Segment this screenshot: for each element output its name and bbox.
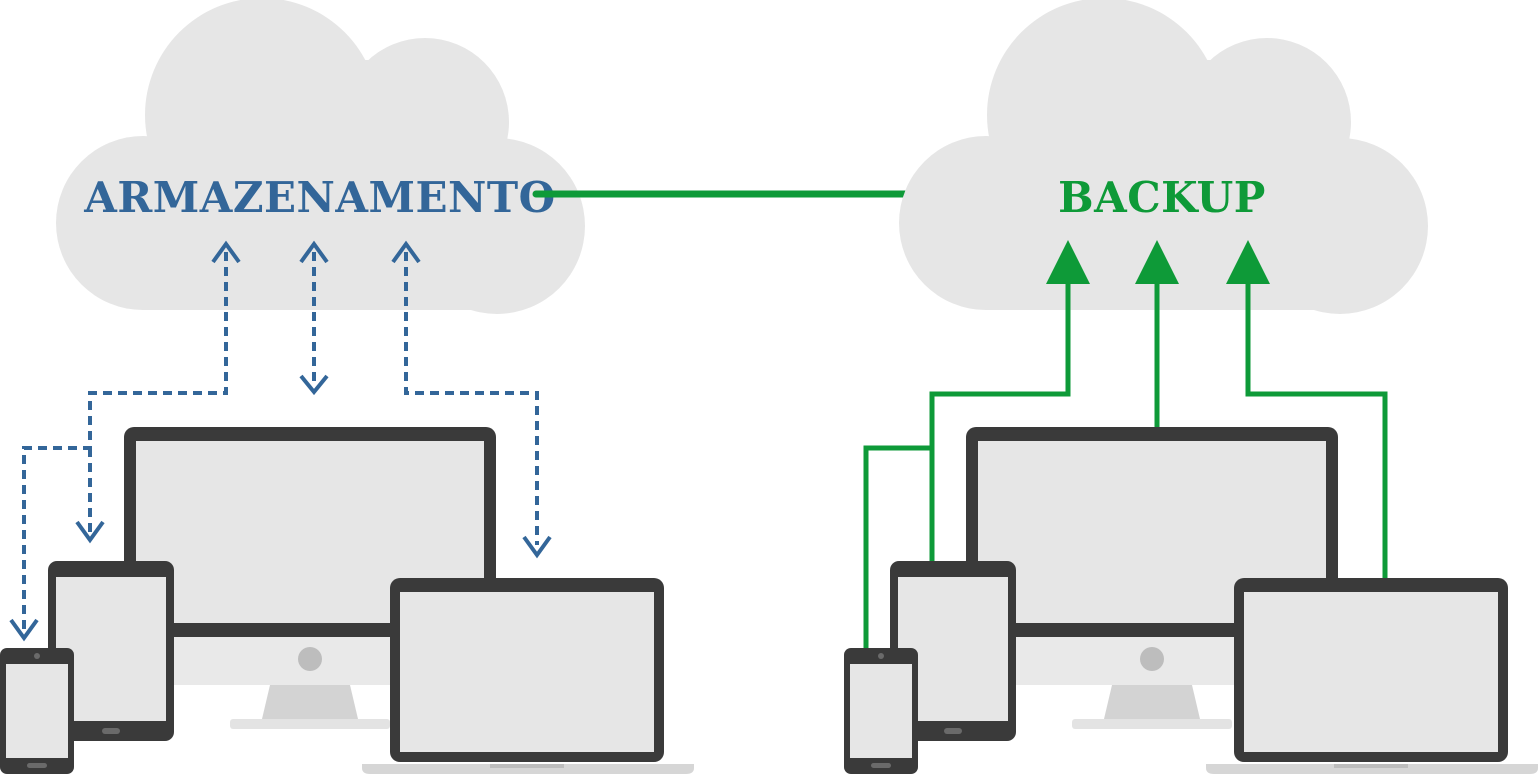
storage-label: ARMAZENAMENTO: [83, 173, 555, 222]
backup-laptop-icon: [1206, 578, 1538, 774]
backup-arrowheads: [1046, 240, 1270, 284]
sync-arrowheads: [9, 240, 552, 642]
backup-label: BACKUP: [1058, 173, 1266, 222]
storage-cloud-icon: [56, 0, 585, 314]
sync-line-phone: [22, 252, 228, 630]
backup-line-phone: [863, 445, 932, 648]
storage-phone-icon: [0, 648, 74, 774]
backup-cloud-icon: [899, 0, 1428, 314]
backup-connectors: [863, 280, 1388, 648]
sync-connectors: [22, 252, 539, 630]
backup-phone-icon: [844, 648, 918, 774]
storage-laptop-icon: [362, 578, 694, 774]
backup-line-tablet: [929, 280, 1071, 561]
backup-line-laptop: [1245, 280, 1388, 578]
sync-line-laptop: [404, 252, 539, 545]
